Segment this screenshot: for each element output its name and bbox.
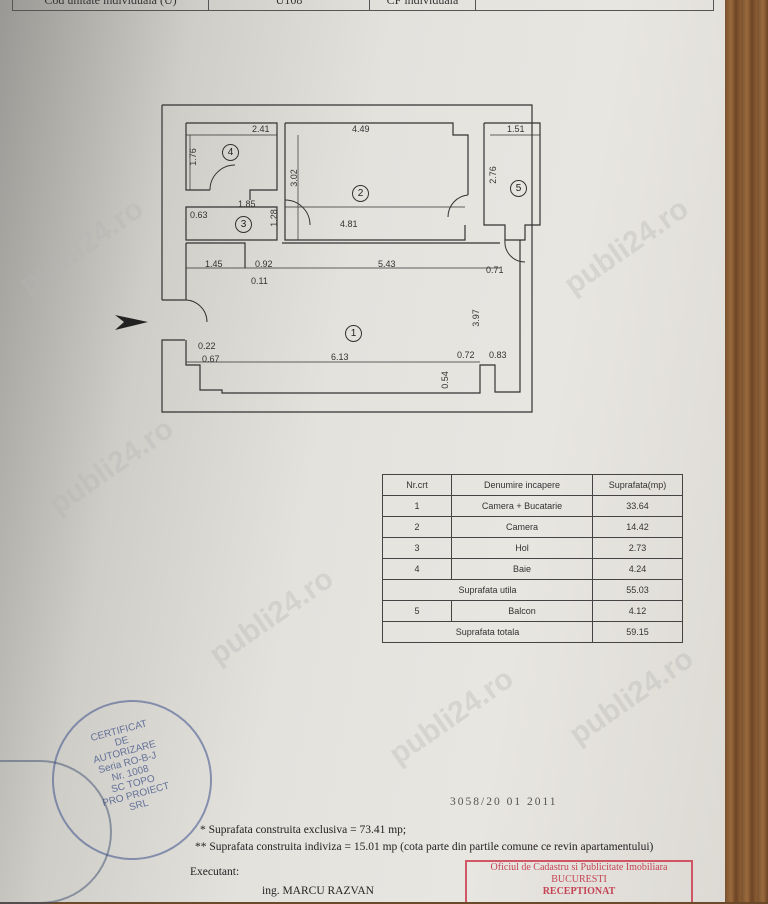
dim-label: 0.63 xyxy=(190,210,208,220)
room-number: 3 xyxy=(235,216,252,233)
room4-wall xyxy=(185,122,278,200)
executant-label: Executant: xyxy=(190,866,240,878)
dim-lines xyxy=(186,122,540,363)
dim-label: 5.43 xyxy=(378,259,396,269)
unit-code-label: Cod unitate individuala (U) xyxy=(13,0,209,10)
dim-label: 0.92 xyxy=(255,259,273,269)
engineer-name: ing. MARCU RAZVAN xyxy=(262,885,374,897)
cell-nr: 3 xyxy=(382,537,452,559)
cell-area: 33.64 xyxy=(592,495,683,517)
dim-label: 2.41 xyxy=(252,124,270,134)
unit-code-value: U108 xyxy=(209,0,370,10)
col-header: Nr.crt xyxy=(382,474,452,496)
dim-label: 0.71 xyxy=(486,265,504,275)
cell-area: 55.03 xyxy=(592,579,683,601)
cell-area: 59.15 xyxy=(592,621,683,643)
room5-wall xyxy=(483,122,541,241)
cell-nr: 4 xyxy=(382,558,452,580)
cell-area: 4.24 xyxy=(592,558,683,580)
dim-label: 1.45 xyxy=(205,259,223,269)
dim-label: 4.49 xyxy=(352,124,370,134)
registration-date-stamp: 3058/20 01 2011 xyxy=(450,796,558,808)
dim-label: 1.85 xyxy=(238,199,256,209)
dim-label: 1.51 xyxy=(507,124,525,134)
outer-wall xyxy=(161,104,533,413)
hall-wall xyxy=(185,206,278,241)
dim-label: 4.81 xyxy=(340,219,358,229)
document-paper: Cod unitate individuala (U) U108 CF indi… xyxy=(0,0,725,904)
dim-label: 1.76 xyxy=(187,148,198,166)
door-swing xyxy=(184,164,526,323)
room-number: 5 xyxy=(510,180,527,197)
col-header: Denumire incapere xyxy=(451,474,593,496)
dim-label: 1.28 xyxy=(268,209,279,227)
dim-label: 0.83 xyxy=(489,350,507,360)
cell-name: Hol xyxy=(451,537,593,559)
dim-label: 6.13 xyxy=(331,352,349,362)
room-number: 1 xyxy=(345,325,362,342)
dim-label: 0.72 xyxy=(457,350,475,360)
cell-nr: 5 xyxy=(382,600,452,622)
room1-wall xyxy=(185,240,521,394)
dim-label: 0.11 xyxy=(251,276,268,286)
cell-label: Suprafata totala xyxy=(382,621,593,643)
dim-label: 0.22 xyxy=(198,341,216,351)
cell-area: 14.42 xyxy=(592,516,683,538)
cell-area: 4.12 xyxy=(592,600,683,622)
stamp-text: BUCURESTI xyxy=(551,874,607,885)
dim-label: 2.76 xyxy=(487,166,498,184)
room-number: 4 xyxy=(222,144,239,161)
footnote-indiviza: ** Suprafata construita indiviza = 15.01… xyxy=(195,841,654,853)
wooden-surface xyxy=(725,0,768,902)
col-header: Suprafata(mp) xyxy=(592,474,683,496)
cell-name: Camera xyxy=(451,516,593,538)
floor-plan xyxy=(115,104,541,413)
arrow-right-icon xyxy=(115,315,148,330)
cell-name: Baie xyxy=(451,558,593,580)
room2-wall xyxy=(284,122,469,241)
cadastre-stamp: Oficiul de Cadastru si Publicitate Imobi… xyxy=(465,860,693,902)
cell-nr: 1 xyxy=(382,495,452,517)
cell-label: Suprafata utila xyxy=(382,579,593,601)
dim-label: 3.97 xyxy=(470,309,481,327)
rooms-table: Nr.crt Denumire incapere Suprafata(mp) 1… xyxy=(382,474,683,643)
stamp-text: RECEPTIONAT xyxy=(542,886,616,897)
table-header: Nr.crt Denumire incapere Suprafata(mp) xyxy=(382,474,683,496)
footnote-exclusive: * Suprafata construita exclusiva = 73.41… xyxy=(200,824,407,836)
cell-area: 2.73 xyxy=(592,537,683,559)
cf-label: CF individuala xyxy=(370,0,476,10)
dim-label: 3.02 xyxy=(288,169,299,187)
room-number: 2 xyxy=(352,185,369,202)
stamp-text: Oficiul de Cadastru si Publicitate Imobi… xyxy=(490,862,668,873)
dim-label: 0.67 xyxy=(202,354,220,364)
cell-name: Balcon xyxy=(451,600,593,622)
header-row: Cod unitate individuala (U) U108 CF indi… xyxy=(12,0,714,11)
dim-label: 0.54 xyxy=(439,371,450,389)
cell-nr: 2 xyxy=(382,516,452,538)
cell-name: Camera + Bucatarie xyxy=(451,495,593,517)
